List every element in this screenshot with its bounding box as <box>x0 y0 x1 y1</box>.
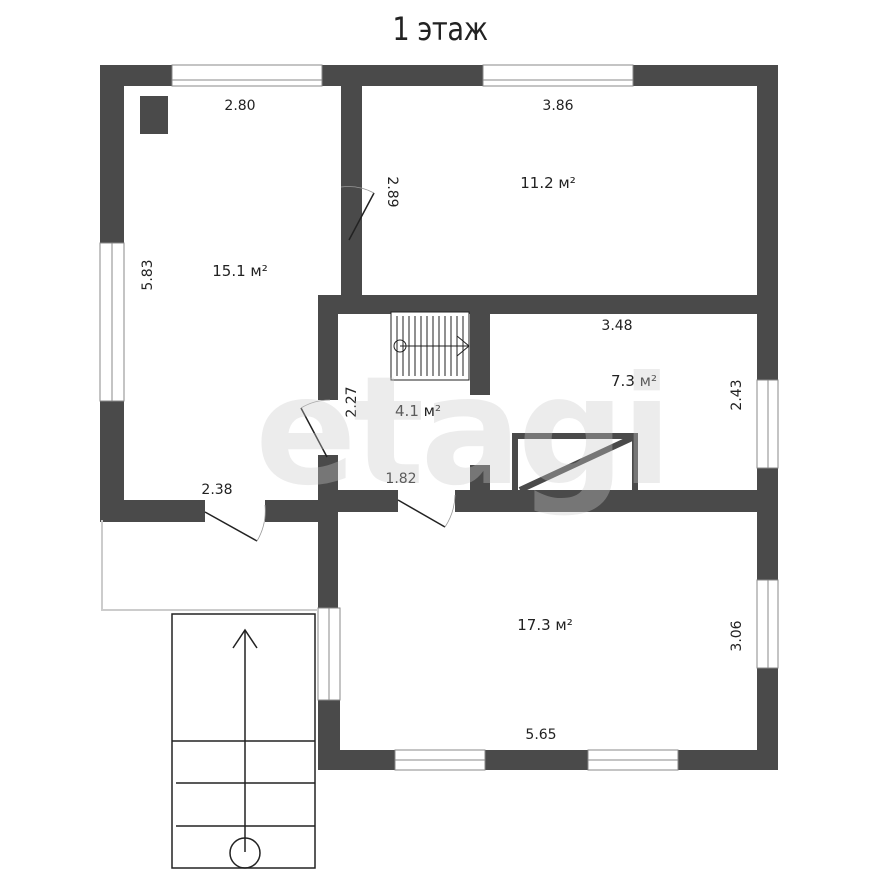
area-top-right-room: 11.2 м² <box>520 174 576 192</box>
dim-bottom-height: 3.06 <box>729 620 745 651</box>
dim-mid-width: 3.48 <box>601 318 632 334</box>
interior-stairs <box>390 311 470 381</box>
dim-hall-width: 1.82 <box>385 471 416 487</box>
area-bottom-room: 17.3 м² <box>517 616 573 634</box>
dim-left-width: 2.80 <box>224 98 255 114</box>
entrance-stairs <box>171 613 316 869</box>
dim-hall-height: 2.27 <box>344 386 360 417</box>
terrace <box>101 520 318 611</box>
dim-mid-height: 2.43 <box>729 379 745 410</box>
dim-left-height: 5.83 <box>140 259 156 290</box>
dim-top-right-width: 3.86 <box>542 98 573 114</box>
dim-bottom-width: 5.65 <box>525 727 556 743</box>
area-hall: 4.1 м² <box>395 402 441 420</box>
dim-top-right-height: 2.89 <box>384 176 400 207</box>
furnace-diagonal <box>518 435 634 493</box>
doors <box>204 186 456 542</box>
floor-title: 1 этаж <box>392 10 488 48</box>
dim-left-door: 2.38 <box>201 482 232 498</box>
windows <box>99 64 779 771</box>
area-mid-room: 7.3 м² <box>611 372 657 390</box>
area-left-room: 15.1 м² <box>212 262 268 280</box>
